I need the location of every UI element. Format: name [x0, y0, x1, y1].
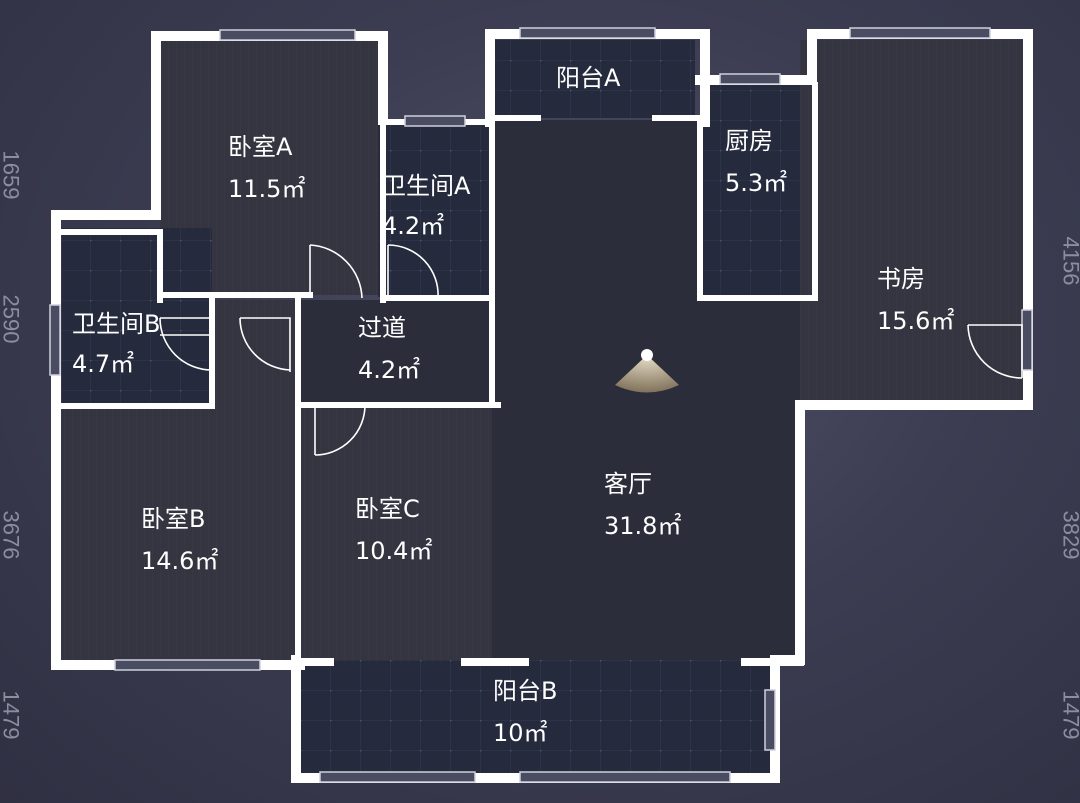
room-area: 14.6㎡ — [141, 547, 219, 575]
room-name: 过道 — [358, 314, 406, 342]
room-area: 5.3㎡ — [725, 169, 788, 197]
dimension-right-mid: 3829 — [1058, 510, 1080, 560]
room-balcony-b[interactable]: 阳台B 10㎡ — [493, 676, 557, 748]
room-bedroom-a[interactable]: 卧室A 11.5㎡ — [228, 132, 305, 204]
room-name: 书房 — [877, 265, 925, 293]
room-study[interactable]: 书房 15.6㎡ — [877, 264, 954, 336]
room-area: 4.2㎡ — [382, 212, 445, 240]
room-area: 4.7㎡ — [72, 350, 135, 378]
room-name: 卧室B — [141, 505, 206, 533]
room-living-room[interactable]: 客厅 31.8㎡ — [604, 469, 681, 541]
kitchen-floor — [700, 85, 815, 295]
room-bedroom-c[interactable]: 卧室C 10.4㎡ — [355, 494, 432, 566]
room-corridor[interactable]: 过道 4.2㎡ — [358, 313, 420, 385]
room-name: 卫生间A — [382, 172, 471, 200]
bathroom-a-floor — [378, 122, 488, 297]
room-area: 4.2㎡ — [358, 356, 421, 384]
balcony-b-floor — [300, 660, 770, 775]
room-kitchen[interactable]: 厨房 5.3㎡ — [725, 126, 787, 198]
room-name: 卫生间B — [72, 310, 161, 338]
room-name: 客厅 — [604, 470, 652, 498]
bedroom-c-floor — [300, 405, 492, 660]
room-bathroom-a[interactable]: 卫生间A 4.2㎡ — [382, 171, 470, 241]
room-name: 卧室A — [228, 133, 293, 161]
dimension-left-lower: 3676 — [0, 510, 24, 560]
living-room-floor — [300, 120, 800, 660]
room-area: 10.4㎡ — [355, 537, 433, 565]
room-area: 31.8㎡ — [604, 512, 682, 540]
dimension-right-bottom: 1479 — [1058, 690, 1080, 740]
door-swings — [159, 244, 1023, 456]
balcony-a-floor — [495, 40, 695, 118]
dimension-left-mid: 2590 — [0, 294, 24, 344]
dimension-left-top: 1659 — [0, 150, 24, 200]
bathroom-b-floor-over — [62, 228, 212, 403]
room-bathroom-b[interactable]: 卫生间B 4.7㎡ — [72, 309, 160, 379]
windows — [49, 27, 1033, 783]
room-area: 10㎡ — [493, 719, 548, 747]
room-area: 11.5㎡ — [228, 175, 306, 203]
room-bedroom-b[interactable]: 卧室B 14.6㎡ — [141, 504, 218, 576]
room-balcony-a[interactable]: 阳台A — [556, 63, 620, 93]
study-floor — [800, 40, 1025, 400]
room-name: 卧室C — [355, 495, 420, 523]
room-name: 阳台A — [556, 64, 621, 92]
dimension-left-bottom: 1479 — [0, 690, 24, 740]
dimension-right-top: 4156 — [1058, 236, 1080, 286]
camera-view-icon[interactable] — [615, 349, 679, 393]
room-name: 厨房 — [725, 127, 773, 155]
room-name: 阳台B — [493, 677, 558, 705]
room-area: 15.6㎡ — [877, 307, 955, 335]
